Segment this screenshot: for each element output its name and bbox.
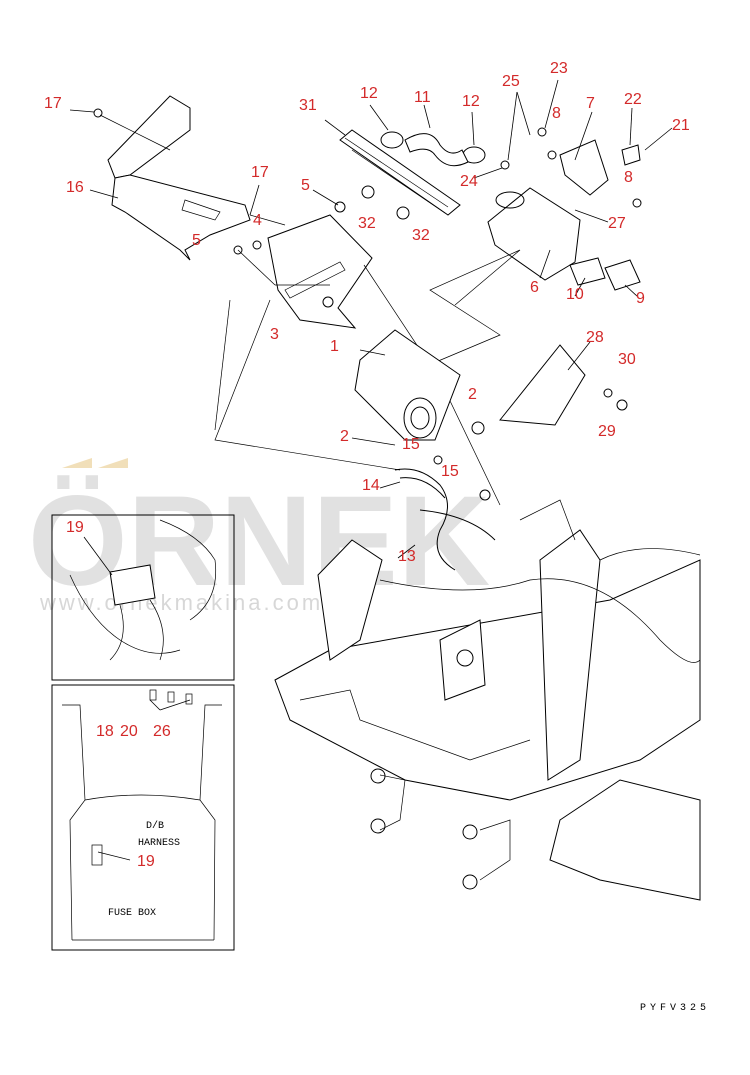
central-module <box>354 329 485 441</box>
callout-16: 16 <box>66 179 84 196</box>
callout-leaders <box>69 79 673 861</box>
switch-box <box>487 127 642 291</box>
callout-19b: 19 <box>137 853 155 870</box>
inset-label-db: D/B <box>146 820 164 832</box>
callout-14: 14 <box>362 477 380 494</box>
watermark: ÖRNEK www.ornekmakina.com.tr <box>28 458 490 615</box>
drawing-code: PYFV325 <box>640 1003 711 1014</box>
callout-20: 20 <box>120 723 138 740</box>
machine-frame <box>274 499 701 901</box>
callout-17a: 17 <box>44 95 62 112</box>
callout-13: 13 <box>398 548 416 565</box>
callout-17b: 17 <box>251 164 269 181</box>
callout-22: 22 <box>624 91 642 108</box>
callout-19a: 19 <box>66 519 84 536</box>
callout-30: 30 <box>618 351 636 368</box>
left-cover-bracket <box>93 95 286 261</box>
inset-frame-detail: D/B HARNESS FUSE BOX <box>51 684 235 951</box>
callout-5b: 5 <box>301 177 310 194</box>
callout-10: 10 <box>566 286 584 303</box>
inset-harness-detail <box>51 514 235 681</box>
callout-18: 18 <box>96 723 114 740</box>
callout-15b: 15 <box>441 463 459 480</box>
callout-9: 9 <box>636 290 645 307</box>
callout-12b: 12 <box>462 93 480 110</box>
callout-5a: 5 <box>192 232 201 249</box>
watermark-brand: ÖRNEK <box>28 470 490 613</box>
callout-25: 25 <box>502 73 520 90</box>
callout-11: 11 <box>414 89 431 106</box>
callout-31: 31 <box>299 97 317 114</box>
callout-1: 1 <box>330 338 339 355</box>
callout-27: 27 <box>608 215 626 232</box>
inset-label-harness: HARNESS <box>138 838 180 849</box>
callout-28: 28 <box>586 329 604 346</box>
callout-2b: 2 <box>340 428 349 445</box>
callouts: 17 16 5 17 4 5 31 12 11 12 25 23 8 7 22 … <box>44 60 690 870</box>
callout-8a: 8 <box>552 105 561 122</box>
callout-2a: 2 <box>468 386 477 403</box>
callout-26: 26 <box>153 723 171 740</box>
watermark-url: www.ornekmakina.com.tr <box>39 590 352 615</box>
callout-12a: 12 <box>360 85 378 102</box>
inset-label-fuse-box: FUSE BOX <box>108 908 156 919</box>
callout-3: 3 <box>270 326 279 343</box>
callout-4: 4 <box>253 212 262 229</box>
callout-23: 23 <box>550 60 568 77</box>
right-bracket <box>499 344 628 426</box>
callout-24: 24 <box>460 173 478 190</box>
callout-32a: 32 <box>358 215 376 232</box>
callout-7: 7 <box>586 95 595 112</box>
callout-32b: 32 <box>412 227 430 244</box>
callout-6: 6 <box>530 279 539 296</box>
callout-29: 29 <box>598 423 616 440</box>
wiring-harness <box>394 455 496 571</box>
duct-assembly <box>339 129 486 220</box>
callout-8b: 8 <box>624 169 633 186</box>
callout-15a: 15 <box>402 436 420 453</box>
callout-21: 21 <box>672 117 690 134</box>
mounting-plate <box>233 201 373 329</box>
